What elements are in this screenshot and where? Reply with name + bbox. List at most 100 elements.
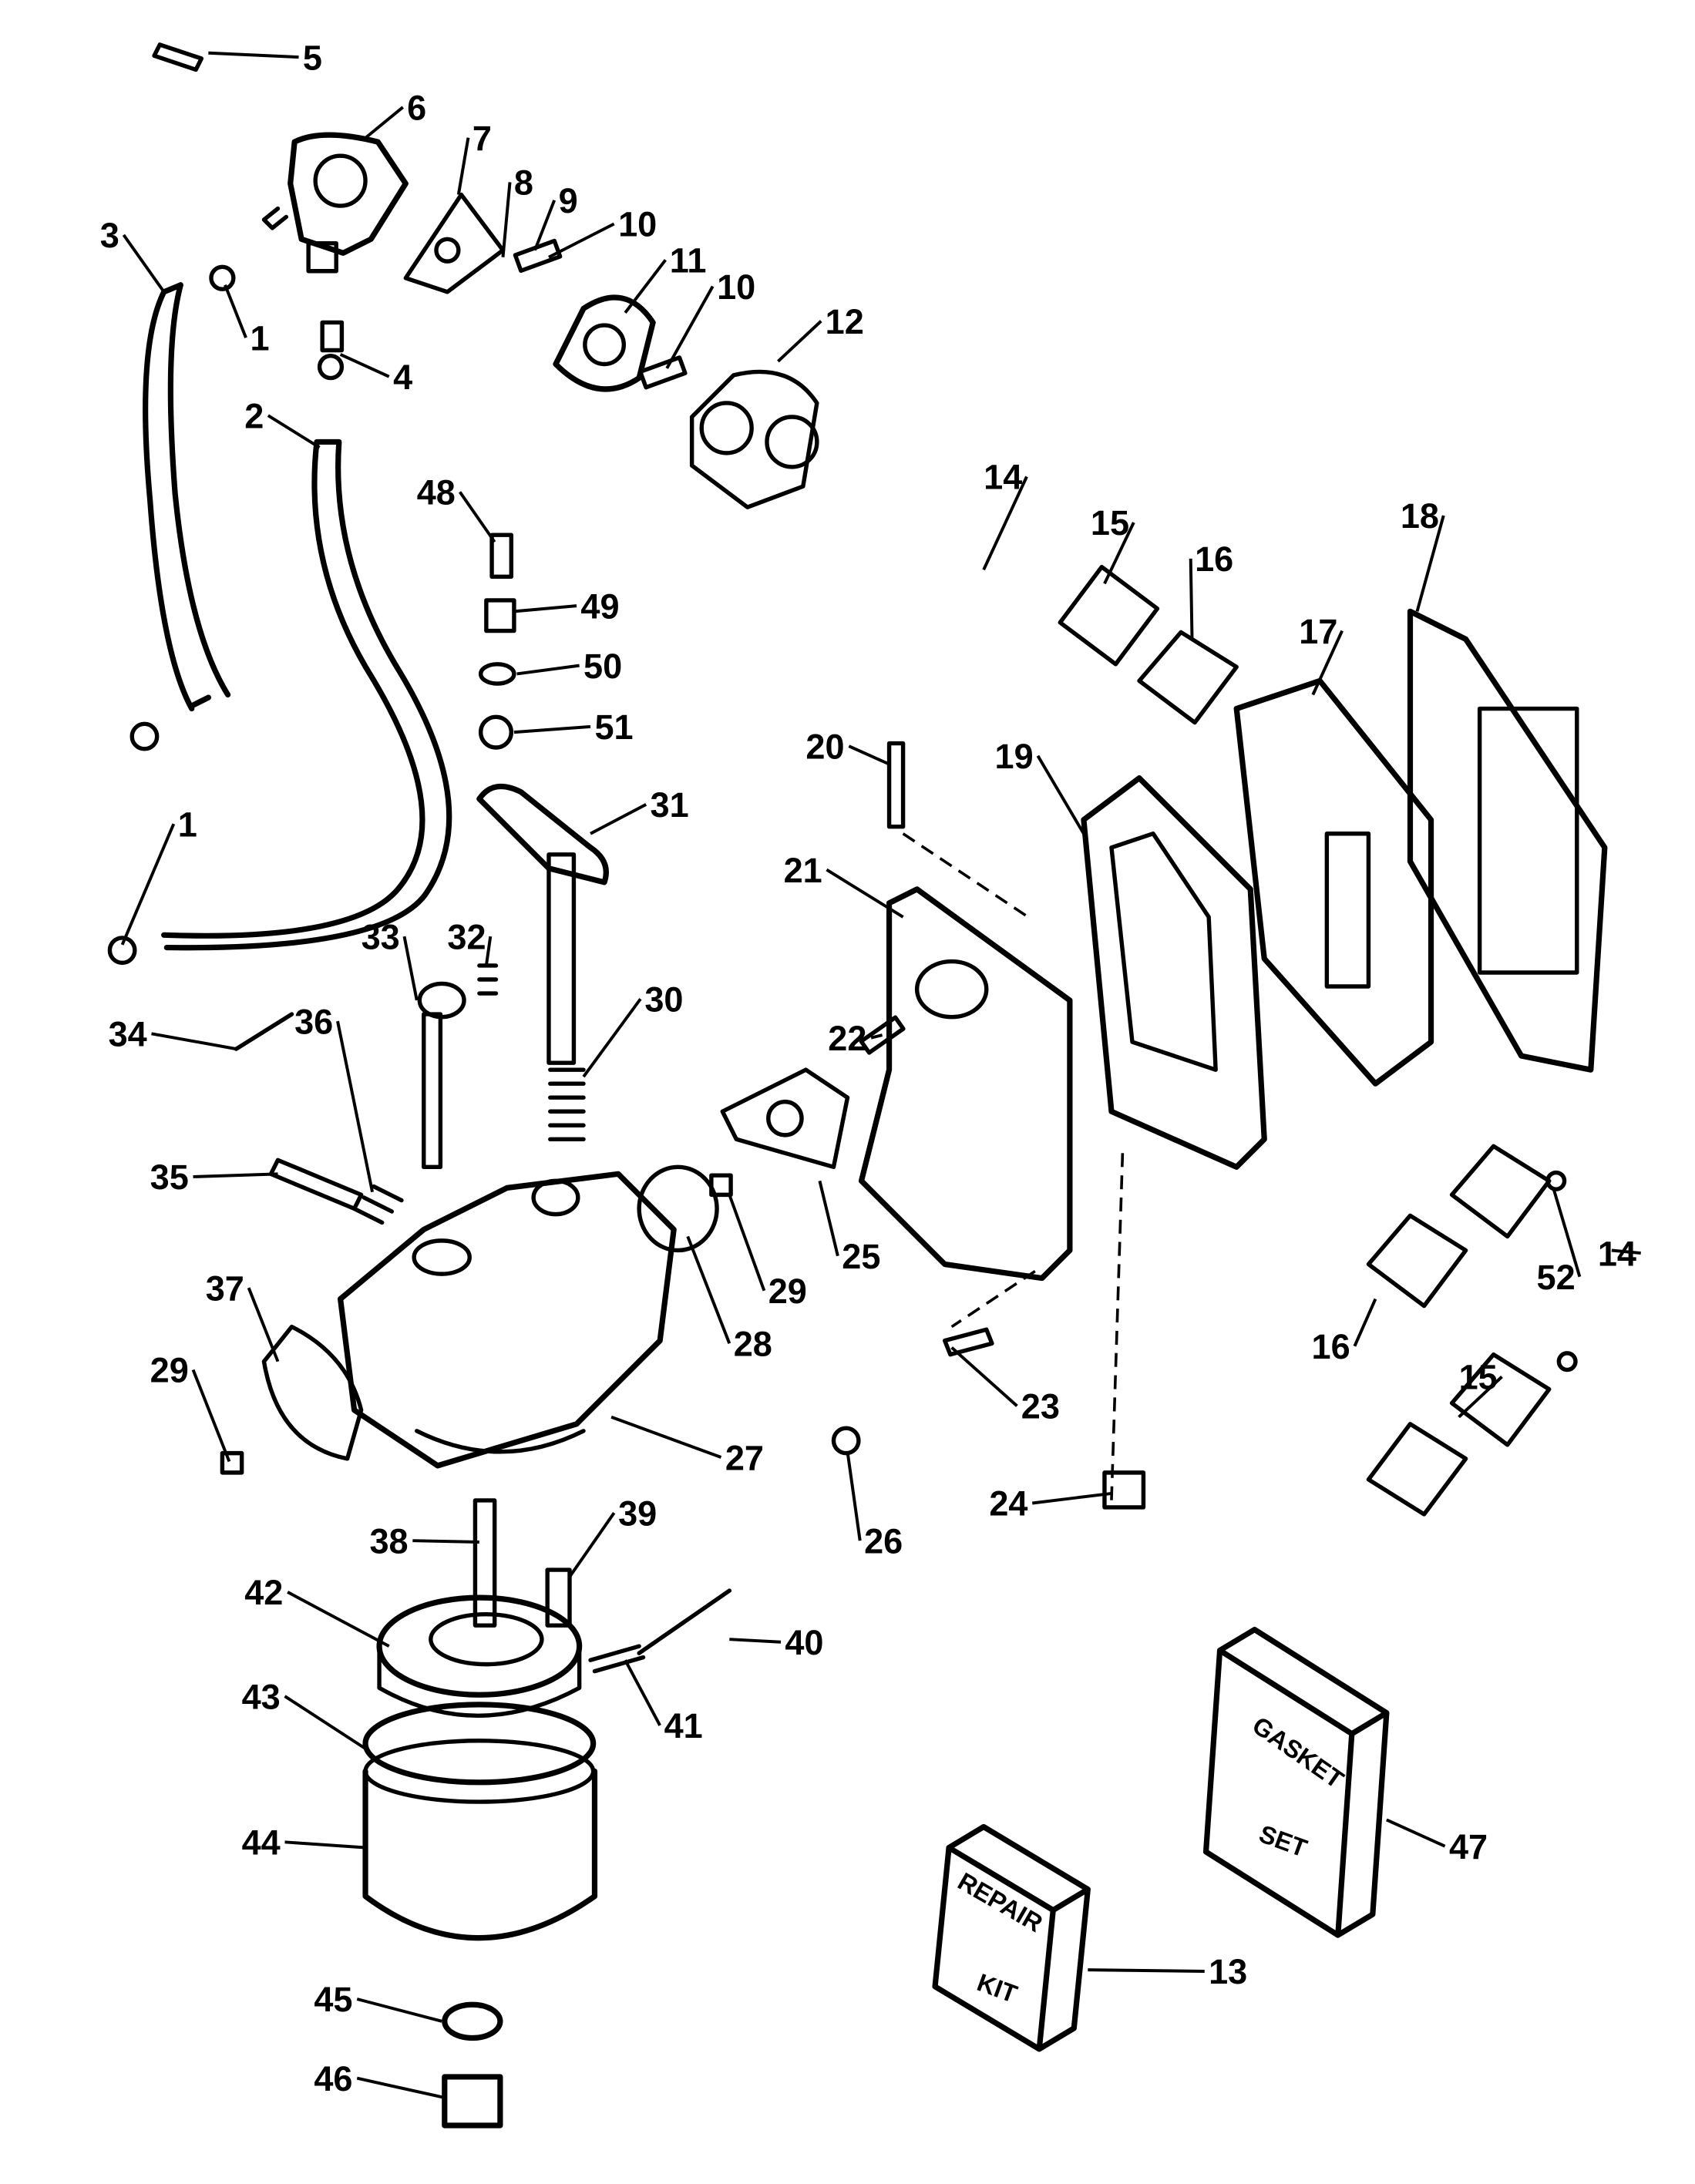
leader-line: [848, 744, 890, 766]
leader-line: [624, 1659, 661, 1726]
callout-14: 14: [984, 458, 1022, 497]
callout-1: 1: [250, 318, 269, 358]
part-reed-plate-15: [1058, 564, 1160, 667]
callout-39: 39: [618, 1494, 657, 1533]
leader-line: [224, 284, 247, 338]
leader-line: [665, 285, 715, 369]
callout-40: 40: [785, 1623, 823, 1662]
callout-10: 10: [618, 205, 657, 244]
callout-9: 9: [559, 181, 578, 220]
leader-line: [1458, 1376, 1503, 1419]
part-pump-body-11: [553, 294, 656, 392]
leader-line: [193, 1172, 278, 1178]
part-hose-2: [161, 438, 452, 951]
leader-line: [590, 803, 647, 835]
callout-42: 42: [244, 1573, 283, 1612]
callout-50: 50: [583, 647, 622, 686]
leader-line: [1036, 754, 1085, 835]
part-gasket-19: [1081, 775, 1267, 1170]
part-screw-22: [859, 1015, 906, 1055]
part-nut-stack-48-51: [478, 533, 516, 750]
callout-17: 17: [1299, 612, 1337, 651]
leader-line: [568, 1512, 616, 1578]
leader-line: [356, 1998, 442, 2023]
part-pin-20: [886, 741, 906, 829]
leader-line: [501, 182, 512, 257]
leader-line: [1552, 1187, 1582, 1278]
leader-line: [247, 1287, 280, 1362]
leader-line: [284, 1840, 366, 1850]
leader-line: [846, 1451, 862, 1541]
callout-25: 25: [842, 1237, 880, 1276]
callout-44: 44: [242, 1823, 281, 1863]
leader-line: [208, 51, 299, 59]
part-throttle-lever-31: [476, 783, 609, 1065]
leader-line: [950, 1346, 1018, 1407]
part-gasket-18: [1407, 608, 1608, 1073]
leader-line: [728, 1194, 766, 1292]
callout-48: 48: [417, 473, 456, 512]
callout-52: 52: [1537, 1258, 1576, 1297]
callout-22: 22: [828, 1019, 866, 1058]
callout-13: 13: [1209, 1952, 1247, 1991]
callout-36: 36: [294, 1002, 333, 1041]
part-screw-29: [220, 1173, 733, 1475]
leader-line: [287, 1591, 390, 1648]
part-hose-3: [143, 282, 231, 712]
leader-line: [151, 1032, 237, 1051]
callout-45: 45: [314, 1980, 352, 2019]
part-pin-40: [637, 1588, 731, 1655]
leader-line: [458, 491, 496, 543]
leader-line: [513, 604, 577, 613]
leader-line: [686, 1235, 731, 1344]
leader-line: [336, 1020, 375, 1193]
callout-35: 35: [150, 1158, 189, 1197]
leader-line: [402, 936, 419, 1001]
leader-line: [120, 823, 176, 946]
callout-20: 20: [805, 727, 844, 766]
part-float-42: [376, 1594, 583, 1718]
leader-line: [513, 724, 591, 734]
leader-line: [533, 200, 557, 251]
leader-line: [456, 137, 470, 195]
leader-line: [484, 936, 493, 966]
callout-7: 7: [473, 119, 492, 158]
leader-line: [777, 320, 822, 363]
callout-23: 23: [1021, 1387, 1060, 1426]
leader-line: [1103, 522, 1135, 585]
part-dashes: [902, 832, 1125, 1500]
repair-box-line2: KIT: [974, 1968, 1021, 2008]
part-reeds-lower: [1366, 1144, 1578, 1517]
callout-30: 30: [644, 979, 683, 1019]
callout-49: 49: [580, 586, 619, 626]
callout-12: 12: [826, 302, 864, 341]
part-diaphragm-28: [637, 1164, 719, 1253]
part-cover-37: [261, 1324, 364, 1461]
leader-line: [412, 1539, 479, 1544]
part-plug-24: [1102, 1470, 1146, 1510]
leader-line: [516, 664, 580, 676]
leader-line: [1088, 1968, 1205, 1973]
part-screw-5: [152, 42, 204, 72]
part-fitting-4: [320, 320, 345, 353]
leader-line: [267, 414, 321, 449]
callout-43: 43: [242, 1677, 281, 1716]
leader-line: [1415, 515, 1445, 612]
leader-line: [1611, 1248, 1641, 1255]
part-link-34: [234, 1012, 294, 1051]
callout-5: 5: [303, 38, 322, 77]
gasket-box-line2: SET: [1256, 1819, 1311, 1862]
repair-kit-box: REPAIR KIT: [932, 1823, 1091, 2052]
leader-line: [339, 353, 390, 378]
part-washer-45: [442, 2001, 503, 2041]
callout-8: 8: [514, 163, 533, 203]
part-needle-35: [268, 1158, 364, 1211]
leader-line: [610, 1415, 722, 1459]
callout-21: 21: [784, 851, 822, 890]
leader-line: [191, 1369, 231, 1463]
leader-line: [1311, 630, 1344, 696]
leader-line: [1386, 1818, 1446, 1848]
part-float-needle-39: [545, 1567, 572, 1628]
